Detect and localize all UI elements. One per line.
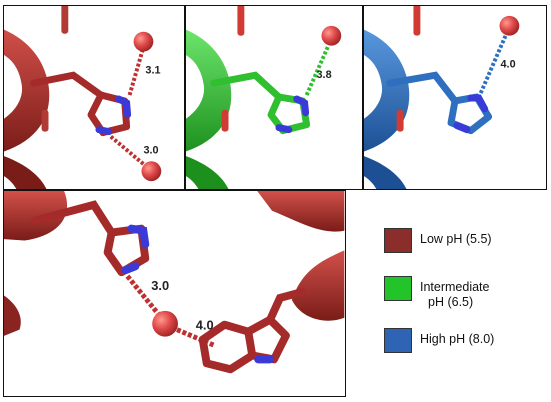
low-ph-structure-view: 3.1 3.0 — [4, 6, 162, 189]
side-stick — [396, 109, 404, 132]
legend-swatch — [384, 228, 412, 253]
legend-label-line: High pH (8.0) — [420, 332, 495, 346]
helix-ribbon-back — [4, 156, 47, 189]
ring-nitrogen — [121, 262, 140, 275]
hbond-dashed — [125, 274, 161, 316]
side-chain — [386, 71, 459, 105]
side-chain — [30, 71, 105, 99]
legend-label-line: Low pH (5.5) — [420, 232, 492, 246]
ring-nitrogen — [95, 126, 113, 136]
distance-label: 3.8 — [317, 69, 332, 81]
distance-label: 3.0 — [143, 144, 158, 156]
ring-nitrogen — [115, 95, 132, 119]
side-chain — [30, 200, 116, 237]
intermediate-ph-structure-view: 3.8 — [186, 6, 342, 189]
helix-ribbon — [257, 191, 345, 232]
ring-nitrogen — [275, 124, 293, 134]
distance-label: 3.1 — [145, 64, 160, 76]
indole-ring — [246, 315, 290, 364]
hbond-dashed — [304, 44, 331, 96]
helix-ribbon — [4, 295, 21, 336]
helix-ribbon — [364, 29, 410, 152]
hbond-dashed — [109, 135, 150, 170]
side-stick — [221, 109, 229, 132]
high-ph-structure-view: 4.0 — [364, 6, 520, 189]
hbond-dashed — [127, 49, 145, 96]
distance-label: 3.0 — [151, 278, 169, 293]
water-molecule — [141, 161, 162, 182]
legend-label: Intermediate pH (6.5) — [420, 280, 489, 310]
distance-label: 4.0 — [501, 58, 516, 70]
low-ph-detail-view: 3.0 4.0 — [4, 191, 345, 374]
water-molecule — [499, 15, 520, 36]
helix-ribbon — [4, 29, 50, 152]
side-chain — [266, 288, 306, 324]
ring-nitrogen — [127, 224, 150, 249]
legend-item-high-ph: High pH (8.0) — [384, 328, 494, 353]
side-stick — [61, 6, 69, 34]
legend-label-line: Intermediate — [420, 280, 490, 294]
legend-swatch — [384, 328, 412, 353]
side-stick — [237, 6, 245, 36]
helix-ribbon — [186, 29, 232, 152]
hbond-dashed — [478, 32, 509, 94]
helix-ribbon — [291, 250, 345, 321]
ph-legend: Low pH (5.5) Intermediate pH (6.5) High … — [352, 196, 547, 396]
ring-nitrogen — [467, 94, 489, 113]
water-molecule — [152, 310, 178, 337]
side-stick — [41, 109, 49, 132]
legend-swatch — [384, 276, 412, 301]
water-molecule — [133, 31, 154, 52]
helix-ribbon — [4, 191, 68, 241]
legend-label-line: pH (6.5) — [428, 295, 474, 309]
low-ph-detail-panel: 3.0 4.0 — [3, 190, 346, 397]
ring-nitrogen — [293, 95, 310, 117]
ring-nitrogen — [453, 122, 471, 134]
water-molecule — [321, 25, 342, 46]
side-chain — [210, 71, 283, 101]
low-ph-structure-panel: 3.1 3.0 — [3, 5, 185, 190]
distance-label: 4.0 — [196, 318, 214, 333]
high-ph-structure-panel: 4.0 — [363, 5, 547, 190]
legend-label: High pH (8.0) — [420, 332, 494, 347]
legend-item-low-ph: Low pH (5.5) — [384, 228, 492, 253]
legend-item-intermediate-ph: Intermediate pH (6.5) — [384, 276, 489, 310]
helix-ribbon-back — [364, 156, 407, 189]
side-stick — [413, 6, 421, 36]
hbond-dashed — [176, 327, 216, 348]
helix-ribbon-back — [186, 156, 229, 189]
intermediate-ph-structure-panel: 3.8 — [185, 5, 363, 190]
legend-label: Low pH (5.5) — [420, 232, 492, 247]
